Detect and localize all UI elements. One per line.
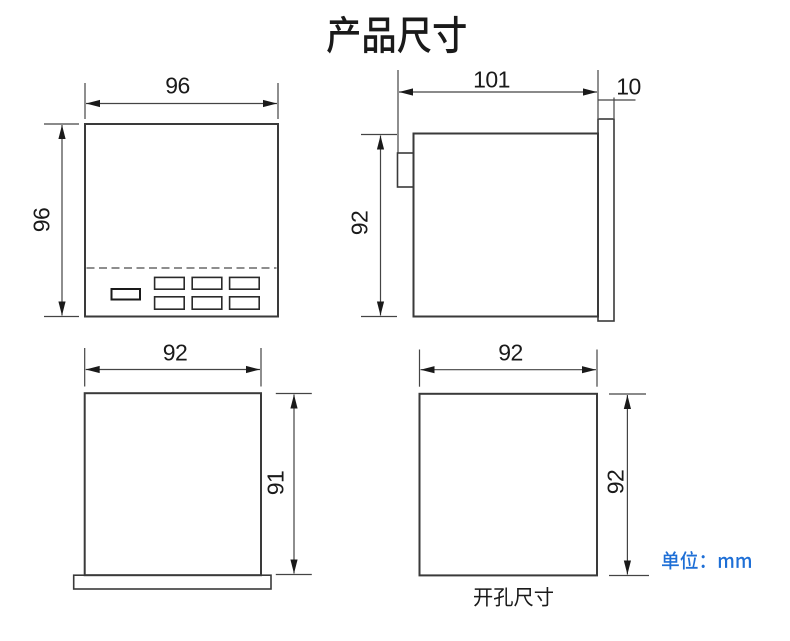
- front-keypad: [153, 276, 261, 310]
- front-width-value: 96: [165, 72, 190, 98]
- rear-height-value: 91: [262, 470, 289, 496]
- rear-width-dimension: [84, 348, 262, 387]
- keypad-button: [191, 295, 223, 310]
- keypad-button: [153, 295, 186, 310]
- rear-base-flange: [72, 574, 272, 590]
- cutout-height-dimension: [609, 393, 649, 577]
- side-bezel-value: 10: [616, 73, 641, 100]
- side-bezel-dimension: [598, 97, 636, 118]
- cutout-view: [418, 349, 649, 577]
- cutout-width-value: 92: [498, 339, 523, 366]
- side-mounting-latch: [396, 152, 415, 188]
- front-body-outline: [84, 123, 279, 318]
- side-depth-dimension: [397, 70, 599, 153]
- front-height-value: 96: [28, 207, 55, 232]
- page-title: 产品尺寸: [325, 16, 473, 53]
- rear-view: [72, 348, 312, 590]
- cutout-caption: 开孔尺寸: [474, 587, 554, 607]
- front-view: [44, 83, 279, 318]
- side-front-bezel: [597, 118, 615, 322]
- cutout-caption-glyphs: [474, 587, 554, 607]
- rear-height-dimension: [275, 392, 312, 576]
- front-display-window: [110, 288, 141, 301]
- side-body-outline: [412, 132, 599, 318]
- front-width-dimension: [84, 83, 279, 119]
- cutout-width-dimension: [418, 349, 598, 387]
- keypad-button: [191, 276, 223, 290]
- unit-note: 单位：mm: [662, 551, 751, 570]
- side-height-value: 92: [346, 210, 373, 236]
- keypad-button: [228, 295, 261, 310]
- rear-width-value: 92: [162, 339, 188, 366]
- page-title-glyphs: [327, 15, 466, 54]
- side-depth-value: 101: [473, 66, 510, 92]
- cutout-height-value: 92: [602, 469, 629, 494]
- side-view: [361, 70, 636, 322]
- front-height-dimension: [44, 123, 79, 318]
- keypad-button: [153, 276, 186, 290]
- side-height-dimension: [361, 133, 397, 318]
- unit-note-glyphs: [662, 550, 752, 570]
- keypad-button: [228, 276, 261, 290]
- cutout-outline: [418, 392, 598, 577]
- rear-body-outline: [83, 392, 262, 577]
